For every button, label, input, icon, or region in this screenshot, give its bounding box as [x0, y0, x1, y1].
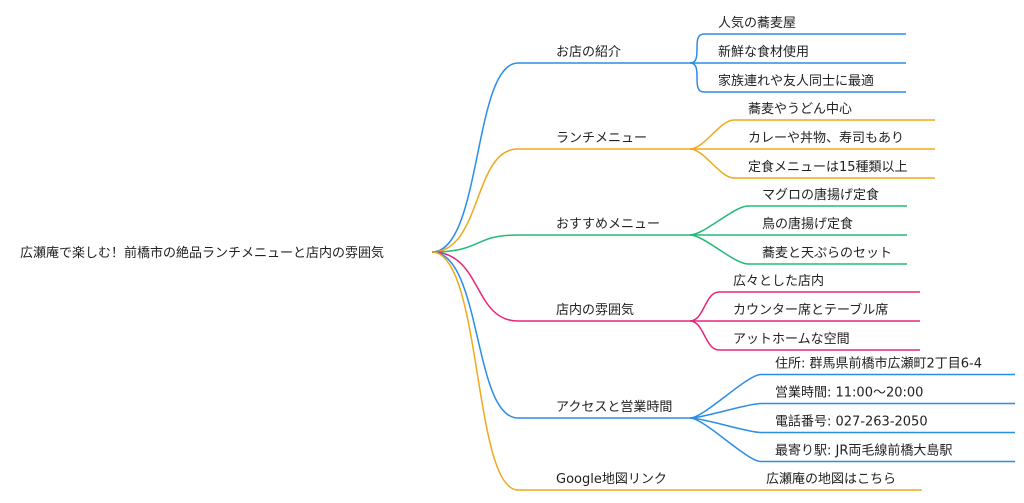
mindmap-edges	[431, 33, 1015, 491]
branch-topic: アクセスと営業時間	[556, 399, 672, 415]
leaf-topic: 蕎麦やうどん中心	[748, 102, 852, 117]
leaf-connector	[689, 33, 906, 64]
leaf-topic: マグロの唐揚げ定食	[762, 187, 879, 203]
branch-connector	[431, 251, 690, 491]
leaf-topic: 住所: 群馬県前橋市広瀬町2丁目6-4	[775, 356, 982, 372]
leaf-connector	[689, 148, 935, 179]
leaf-topic: アットホームな空間	[733, 332, 850, 347]
leaf-connector	[689, 402, 1015, 419]
leaf-topic: 鳥の唐揚げ定食	[762, 216, 853, 232]
leaf-connector	[689, 320, 920, 351]
leaf-connector	[689, 373, 1015, 419]
leaf-connector	[689, 205, 907, 236]
leaf-topic: 定食メニューは15種類以上	[748, 159, 908, 175]
leaf-topic: 営業時間: 11:00〜20:00	[775, 385, 923, 401]
root-topic: 広瀬庵で楽しむ！前橋市の絶品ランチメニューと店内の雰囲気	[20, 245, 384, 261]
leaf-topic: 蕎麦と天ぷらのセット	[762, 246, 892, 261]
leaf-connector	[689, 234, 907, 265]
leaf-connector	[689, 417, 1015, 463]
branch-topic: お店の紹介	[556, 45, 621, 60]
branch-topic: Google地図リンク	[556, 472, 667, 487]
branch-topic: 店内の雰囲気	[556, 302, 634, 318]
leaf-topic: カレーや丼物、寿司もあり	[748, 131, 904, 146]
branch-connector	[431, 251, 690, 322]
leaf-connector	[689, 417, 1015, 434]
branch-connector	[431, 251, 690, 419]
branch-connector	[431, 234, 690, 253]
branch-connector	[431, 148, 690, 253]
leaf-connector	[689, 62, 906, 93]
leaf-topic: 広々とした店内	[733, 273, 824, 289]
leaf-connector	[689, 291, 920, 322]
leaf-topic: 電話番号: 027-263-2050	[775, 414, 928, 430]
branch-topic: おすすめメニュー	[556, 217, 660, 232]
leaf-topic: 家族連れや友人同士に最適	[718, 73, 874, 89]
leaf-connector	[689, 119, 935, 150]
leaf-topic: カウンター席とテーブル席	[733, 302, 888, 318]
branch-connector	[431, 62, 690, 253]
mindmap-labels: 広瀬庵で楽しむ！前橋市の絶品ランチメニューと店内の雰囲気 お店の紹介 人気の蕎麦屋…	[20, 15, 982, 487]
leaf-topic: 広瀬庵の地図はこちら	[766, 471, 896, 487]
branch-topic: ランチメニュー	[556, 131, 647, 146]
leaf-topic: 最寄り駅: JR両毛線前橋大島駅	[775, 443, 952, 459]
leaf-topic: 人気の蕎麦屋	[718, 15, 796, 31]
leaf-topic: 新鮮な食材使用	[718, 44, 809, 60]
